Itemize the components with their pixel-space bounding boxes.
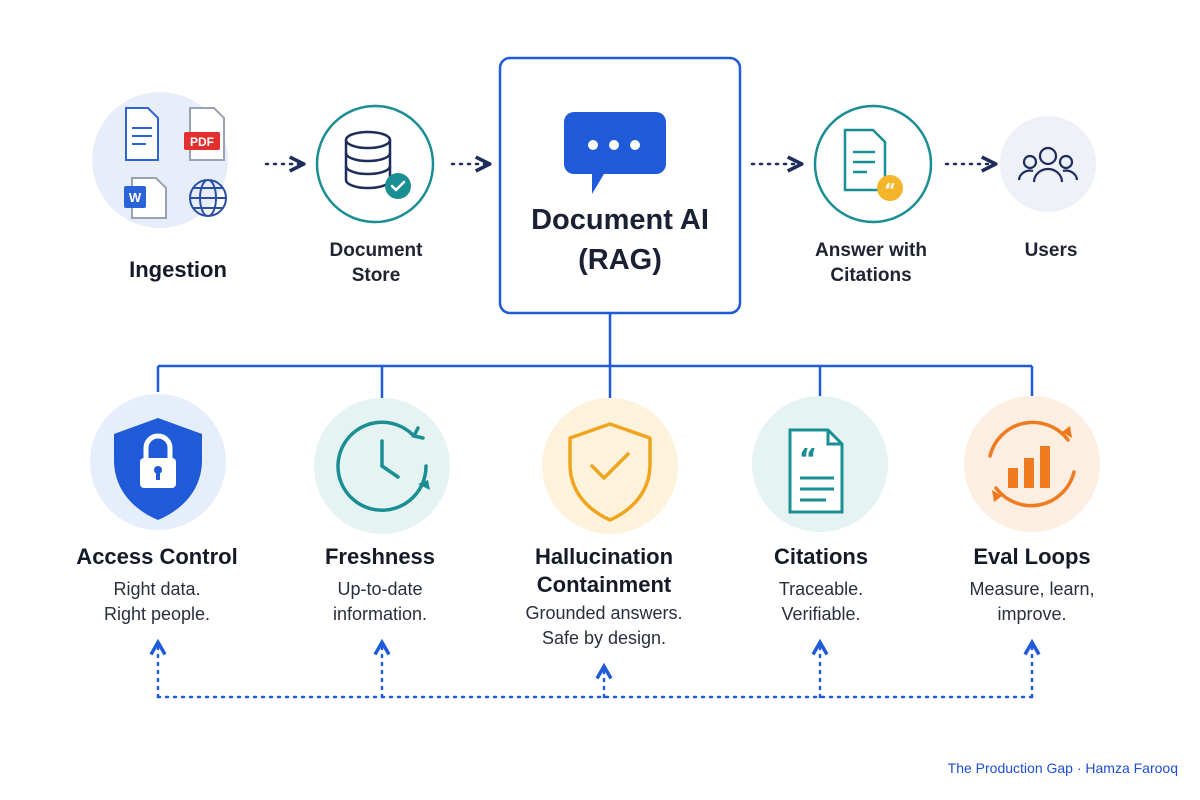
pillar-label-eval-loops: Eval Loops Measure, learn, improve. [969, 543, 1094, 627]
users-icon [1017, 146, 1079, 183]
shield-check-icon [568, 422, 652, 522]
answer-node: “ [813, 104, 933, 224]
pillar-title: Eval Loops [973, 544, 1091, 569]
document-ai-box [498, 56, 742, 315]
users-node [1000, 116, 1096, 212]
document-ai-title: Document AI (RAG) [500, 200, 740, 280]
clock-refresh-icon [336, 420, 428, 512]
document-store-label-line1: Document [329, 240, 423, 261]
quote-document-icon: “ [788, 428, 844, 514]
pillar-eval-loops [964, 396, 1100, 532]
pillar-desc-line2: Verifiable. [781, 604, 861, 624]
document-store-node [315, 104, 435, 224]
pillar-freshness [314, 398, 450, 534]
database-check-icon [344, 130, 411, 199]
pillar-label-access-control: Access Control Right data. Right people. [76, 543, 237, 627]
ingestion-label: Ingestion [129, 257, 227, 282]
feedback-loop [158, 644, 1032, 699]
pillar-desc-line1: Measure, learn, [969, 579, 1095, 599]
pdf-badge-text: PDF [190, 135, 214, 149]
text-document-icon [125, 107, 159, 161]
tree-connector [156, 313, 1034, 398]
pillar-label-hallucination-containment: Hallucination Containment Grounded answe… [525, 543, 682, 651]
answer-label-line2: Citations [830, 265, 912, 286]
chart-loop-icon [988, 420, 1076, 508]
pillar-desc-line1: Right data. [113, 579, 201, 599]
users-label: Users [1024, 240, 1078, 261]
svg-text:“: “ [884, 180, 896, 201]
document-store-label-line2: Store [351, 265, 401, 286]
pillar-title: Freshness [324, 544, 436, 569]
pillar-access-control [90, 394, 226, 530]
pillar-desc-line2: Safe by design. [541, 628, 667, 648]
chat-bubble-icon [564, 112, 666, 194]
pillar-label-citations: Citations Traceable. Verifiable. [774, 543, 868, 627]
word-file-icon: W [124, 177, 167, 219]
pillar-label-freshness: Freshness Up-to-date information. [325, 543, 435, 627]
pillar-title: Citations [773, 544, 869, 569]
document-ai-title-line2: (RAG) [578, 244, 662, 276]
pillar-desc-line2: Right people. [103, 604, 211, 624]
pillar-desc-line2: improve. [997, 604, 1067, 624]
ingestion-node: PDF W [92, 92, 228, 228]
pillar-citations: “ [752, 396, 888, 532]
pillar-hallucination-containment [542, 398, 678, 534]
pdf-file-icon: PDF [184, 107, 225, 161]
footer-credit: The Production Gap · Hamza Farooq [947, 760, 1178, 776]
pillar-desc-line1: Up-to-date [337, 579, 423, 599]
globe-icon [189, 179, 227, 217]
pillar-desc-line1: Grounded answers. [525, 603, 683, 623]
answer-document-icon: “ [843, 128, 903, 201]
svg-text:“: “ [799, 442, 817, 475]
word-badge-text: W [129, 190, 142, 205]
pillar-desc-line2: information. [332, 604, 428, 624]
answer-label: Answer with Citations [815, 238, 927, 288]
pillar-title-line2: Containment [536, 572, 672, 597]
shield-lock-icon [114, 418, 202, 520]
document-store-label: Document Store [330, 238, 423, 288]
answer-label-line1: Answer with [815, 240, 927, 261]
document-ai-title-line1: Document AI [531, 204, 709, 236]
pillar-desc-line1: Traceable. [778, 579, 864, 599]
pillar-title: Access Control [76, 544, 238, 569]
pillar-title-line1: Hallucination [534, 544, 674, 569]
